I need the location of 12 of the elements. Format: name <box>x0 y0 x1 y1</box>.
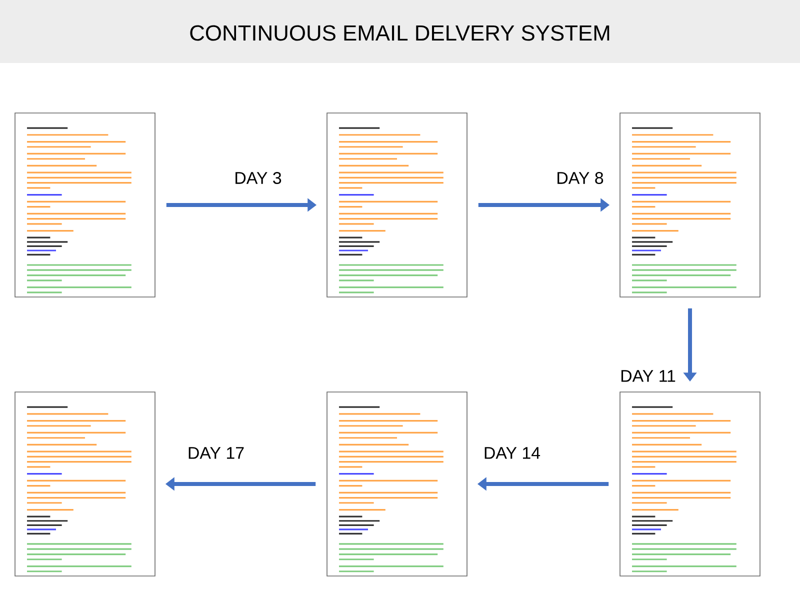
day-label: DAY 14 <box>484 447 540 459</box>
email-page <box>326 112 468 298</box>
day-label: DAY 11 <box>621 370 676 382</box>
email-page <box>326 392 468 576</box>
email-page <box>620 112 760 298</box>
title-band: CONTINUOUS EMAIL DELVERY SYSTEM <box>0 0 800 63</box>
day-label: DAY 17 <box>188 447 244 459</box>
email-page <box>14 112 156 298</box>
email-page <box>14 392 156 576</box>
day-label: DAY 8 <box>558 172 604 184</box>
day-label: DAY 3 <box>236 172 282 184</box>
email-page <box>620 392 760 576</box>
